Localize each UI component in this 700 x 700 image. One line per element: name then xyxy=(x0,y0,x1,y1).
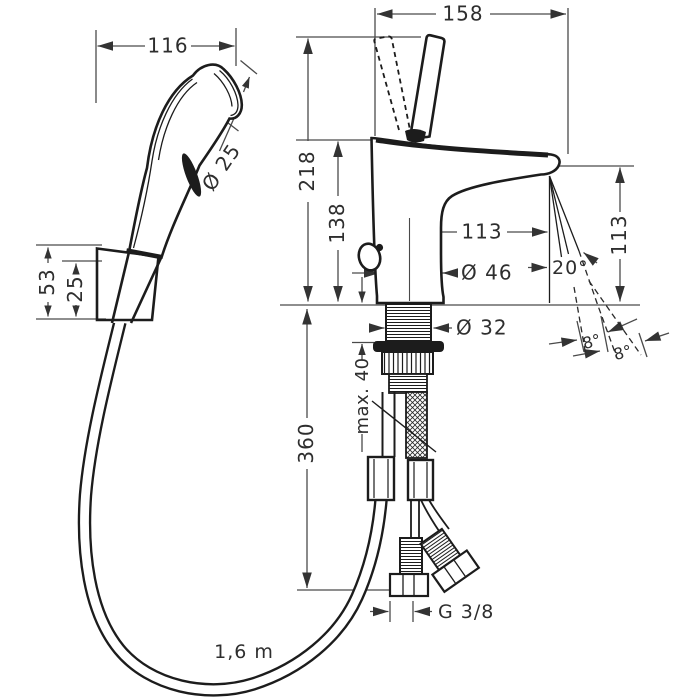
dim-spout-height: 138 xyxy=(296,139,377,302)
dim-label-25: 25 xyxy=(63,275,87,302)
spray-face-inner xyxy=(213,73,233,107)
dim-label-138: 138 xyxy=(325,202,349,243)
lower-threads xyxy=(388,373,428,394)
dim-label-116: 116 xyxy=(147,34,188,58)
dim-label-hose-length: 1,6 m xyxy=(214,641,274,663)
dim-holder: 53 25 xyxy=(35,244,106,320)
dim-stream-angle: 20° xyxy=(528,251,599,279)
dim-max-deck-thickness: max. 40 xyxy=(352,277,374,452)
dim-below-deck: 360 xyxy=(294,309,389,591)
supply-connector-straight xyxy=(388,500,430,598)
faucet-top-edge xyxy=(375,137,549,158)
dim-label-46: Ø 46 xyxy=(461,261,513,285)
shower-hose-loop xyxy=(77,320,388,697)
dim-faucet-width: 158 xyxy=(374,2,569,154)
faucet xyxy=(357,33,561,305)
handle-socket xyxy=(405,128,426,143)
supply-fitting xyxy=(406,458,435,502)
dim-spray-cone-angles: 8° 8° xyxy=(548,315,670,364)
under-deck-assembly xyxy=(366,302,481,598)
handle-cone xyxy=(112,252,161,323)
dim-label-8deg-right: 8° xyxy=(611,341,633,364)
dim-handshower-width: 116 xyxy=(95,28,237,103)
hose-ring xyxy=(357,242,382,272)
dim-supply-thread: G 3/8 xyxy=(370,601,494,623)
hose-coupling xyxy=(366,455,396,502)
handle-highlight xyxy=(132,78,193,249)
spray-button xyxy=(181,153,202,197)
mounting-flange xyxy=(373,341,444,352)
dim-label-113-reach: 113 xyxy=(461,220,502,244)
handle-alt-position xyxy=(373,35,411,131)
break-line xyxy=(371,400,437,453)
spray-face-rim xyxy=(219,69,239,117)
dim-label-218: 218 xyxy=(295,150,319,191)
mounting-nut xyxy=(381,351,434,375)
dim-label-360: 360 xyxy=(294,422,318,463)
faucet-lever-handle xyxy=(409,33,446,139)
dim-total-height: 218 xyxy=(295,36,421,302)
dim-label-113-outlet: 113 xyxy=(607,214,631,255)
dim-label-32: Ø 32 xyxy=(456,316,508,340)
threaded-shank xyxy=(385,302,432,342)
dim-label-53: 53 xyxy=(35,268,59,295)
dim-outlet-height: 113 xyxy=(558,165,634,302)
dim-label-g38: G 3/8 xyxy=(438,601,494,623)
dim-label-20deg: 20° xyxy=(552,257,589,279)
dimension-annotations: 116 Ø 25 53 25 1 xyxy=(35,2,670,663)
supply-connector-angled xyxy=(419,499,481,594)
hand-shower xyxy=(110,63,244,324)
dim-label-8deg-left: 8° xyxy=(580,330,602,353)
dim-label-max40: max. 40 xyxy=(352,357,373,434)
holder-rim xyxy=(126,248,162,260)
ring-pivot xyxy=(375,243,384,252)
dim-body-diameter: Ø 46 xyxy=(352,261,513,285)
dim-shank-diameter: Ø 32 xyxy=(369,316,508,340)
braided-supply-hose xyxy=(405,391,428,459)
water-stream xyxy=(548,175,642,359)
wall-holder xyxy=(95,247,162,322)
dim-label-158: 158 xyxy=(442,2,483,26)
